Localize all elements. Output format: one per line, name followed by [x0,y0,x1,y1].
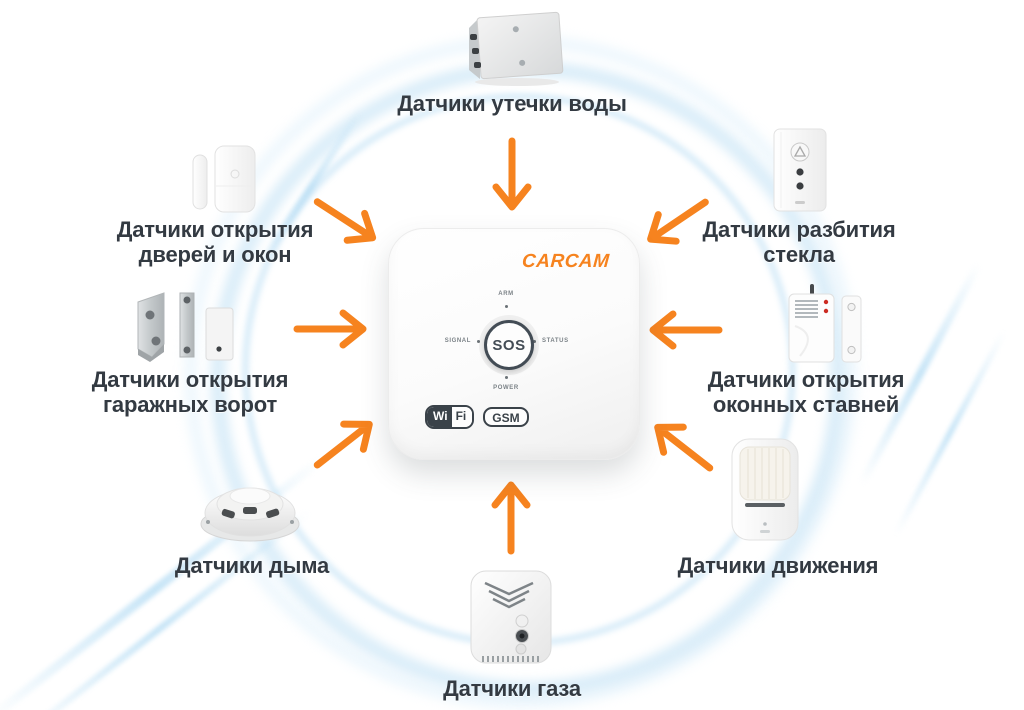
garage-door-sensor-image [137,292,234,362]
label-window-shutter: Датчики открытия оконных ставней [707,367,905,417]
status-indicator-led [533,340,536,343]
gas-sensor-image [470,570,552,664]
power-indicator-led [505,376,508,379]
arrow-top-icon [492,137,532,211]
wifi-badge: Wi Fi [425,405,475,429]
gsm-badge: GSM [483,407,529,427]
alarm-hub-device: CARCAM ARM SIGNAL STATUS POWER SOS Wi Fi… [388,228,640,460]
label-water-leak: Датчики утечки воды [397,91,627,116]
arrow-bottom-icon [491,481,531,555]
arrow-top-left-icon [313,198,377,244]
arrow-top-right-icon [647,198,709,245]
label-garage-door: Датчики открытия гаражных ворот [91,367,289,417]
arrow-right-icon [649,310,723,350]
signal-indicator-led [477,340,480,343]
label-gas: Датчики газа [443,676,581,701]
power-indicator-label: POWER [493,385,519,391]
background-streak [893,330,1007,536]
water-leak-sensor-image [469,11,564,86]
arrow-bottom-left-icon [313,420,373,469]
carcam-logo: CARCAM [520,251,610,272]
door-window-sensor-image [192,145,256,213]
label-smoke: Датчики дыма [174,553,330,578]
status-indicator-label: STATUS [542,338,569,344]
label-motion: Датчики движения [677,553,879,578]
sos-button: SOS [484,320,534,370]
arrow-left-icon [293,309,367,349]
arrow-bottom-right-icon [654,423,714,472]
arm-indicator-label: ARM [498,291,514,297]
signal-indicator-label: SIGNAL [444,338,471,344]
label-glass-break: Датчики разбития стекла [702,217,896,267]
window-shutter-sensor-image [788,284,862,363]
smoke-detector-image [200,487,300,542]
label-door-window: Датчики открытия дверей и окон [116,217,314,267]
motion-sensor-image [731,438,799,541]
glass-break-sensor-image [773,128,827,212]
arm-indicator-led [505,305,508,308]
connectivity-badges: Wi Fi GSM [425,405,529,429]
